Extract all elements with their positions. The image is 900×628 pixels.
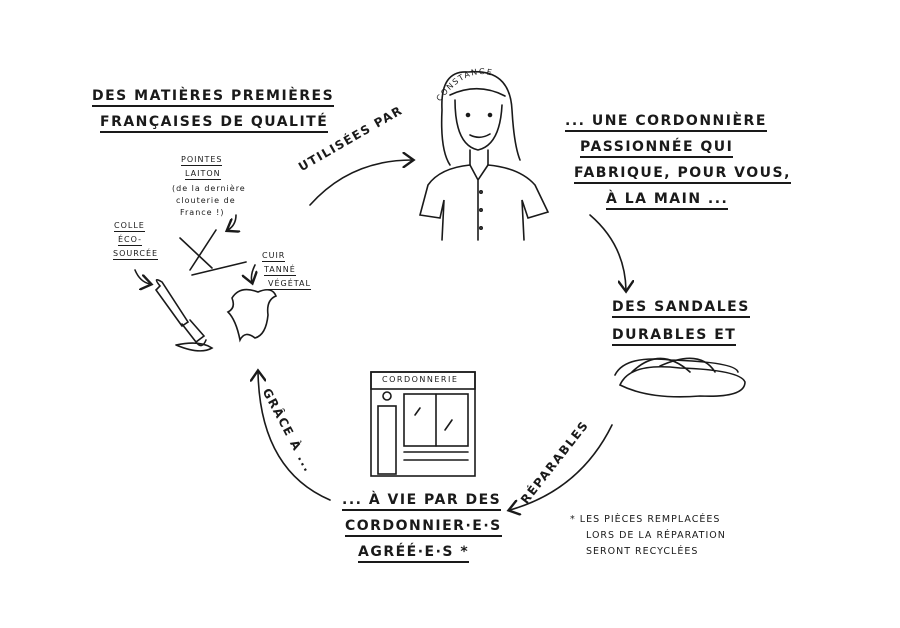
shop-caption-text1: ... à vie par des: [342, 492, 502, 511]
label-pointes: Pointes: [181, 155, 223, 166]
leather-drawing: [226, 288, 278, 343]
cuir-line1: Cuir: [262, 251, 286, 262]
materials-title-text2: françaises de qualité: [100, 114, 329, 133]
pointes-note-3: France !): [180, 208, 225, 217]
colle-line2: éco-: [118, 235, 143, 246]
shop-drawing: [370, 371, 476, 477]
colle-line1: Colle: [114, 221, 145, 232]
arrow-to-materials: [258, 372, 331, 501]
footnote-line3: seront recyclées: [586, 546, 699, 557]
shop-sign: Cordonnerie: [382, 375, 459, 384]
person-name-label: CONSTANCE: [435, 67, 494, 103]
nails-drawing: [179, 229, 247, 276]
sandals-drawing: [614, 357, 746, 398]
person-caption-3: fabrique, pour vous,: [574, 165, 791, 184]
person-drawing: [418, 70, 550, 241]
label-vegetal: végétal: [268, 279, 311, 290]
person-caption-4: à la main ...: [606, 191, 729, 210]
person-caption-text4: à la main ...: [606, 191, 729, 210]
person-caption-1: ... une cordonnière: [565, 113, 767, 132]
arrow-colle: [134, 269, 150, 284]
shop-caption-text3: agréé·e·s *: [358, 544, 470, 563]
arrow-to-sandals: [589, 214, 626, 290]
shop-caption-text2: cordonnier·e·s: [345, 518, 502, 537]
label-eco: éco-: [118, 235, 143, 246]
pointes-line1: Pointes: [181, 155, 223, 166]
label-tanne: tanné: [264, 265, 296, 276]
pointes-note-1: (de la dernière: [172, 184, 246, 193]
cuir-line2: tanné: [264, 265, 296, 276]
sandals-caption-1: Des sandales: [612, 299, 750, 318]
person-caption-2: passionnée qui: [580, 139, 734, 158]
label-sourcee: sourcée: [113, 249, 159, 260]
sandals-caption-text1: Des sandales: [612, 299, 750, 318]
person-caption-text2: passionnée qui: [580, 139, 734, 158]
footnote-line1: * Les pièces remplacées: [570, 514, 721, 525]
materials-title-text1: Des matières premières: [92, 88, 335, 107]
brush-drawing: [154, 278, 214, 352]
arrow-to-shop: [510, 424, 613, 510]
shop-caption-3: agréé·e·s *: [358, 544, 470, 563]
shop-caption-2: cordonnier·e·s: [345, 518, 502, 537]
label-colle: Colle: [114, 221, 145, 232]
materials-title-line1: Des matières premières: [92, 88, 335, 107]
pointes-note-2: clouterie de: [176, 196, 236, 205]
label-laiton: Laiton: [185, 169, 221, 180]
shop-caption-1: ... à vie par des: [342, 492, 502, 511]
cuir-line3: végétal: [268, 279, 311, 290]
arrow-pointes: [228, 214, 236, 230]
materials-title-line2: françaises de qualité: [100, 114, 329, 133]
colle-line3: sourcée: [113, 249, 159, 260]
arrow-to-person: [309, 160, 412, 206]
label-cuir: Cuir: [262, 251, 286, 262]
sandals-caption-2: durables et: [612, 327, 737, 346]
pointes-line2: Laiton: [185, 169, 221, 180]
footnote-line2: lors de la réparation: [586, 530, 726, 541]
sandals-caption-text2: durables et: [612, 327, 737, 346]
arrow-cuir: [251, 264, 255, 282]
person-caption-text3: fabrique, pour vous,: [574, 165, 791, 184]
person-caption-text1: ... une cordonnière: [565, 113, 767, 132]
